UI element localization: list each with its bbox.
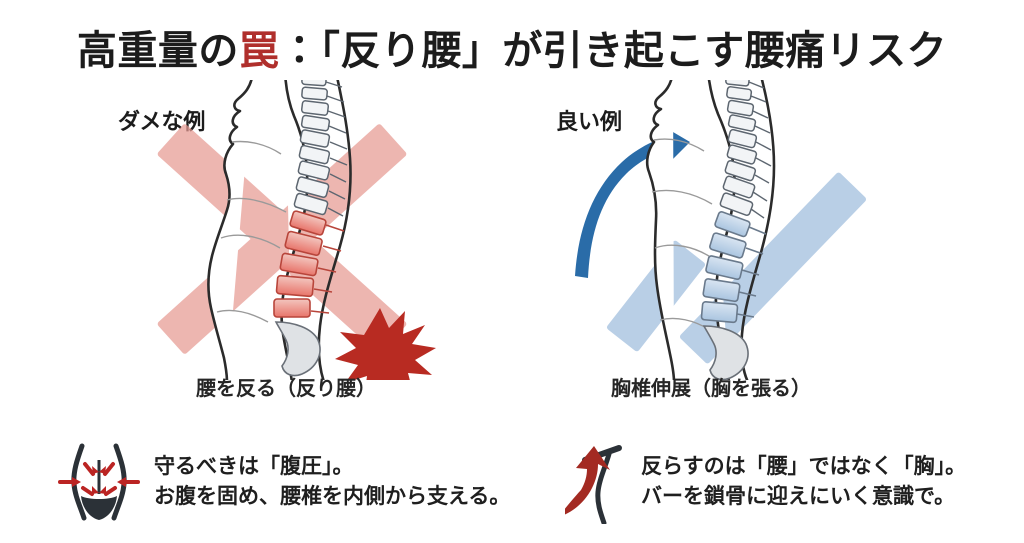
illustration-bad-posture xyxy=(80,80,500,380)
spine-lumbar-compressed xyxy=(273,210,345,318)
sacrum xyxy=(702,325,749,380)
sacrum xyxy=(274,321,321,377)
intra-abdominal-pressure-icon xyxy=(58,440,140,524)
note-left-line-2: お腹を固め、腰椎を内側から支える。 xyxy=(154,485,511,508)
spine-lumbar-neutral xyxy=(700,211,767,324)
page-title: 高重量の罠：「反り腰」が引き起こす腰痛リスク xyxy=(0,18,1024,76)
pain-burst-icon xyxy=(335,308,436,380)
title-text-after: ：「反り腰」が引き起こす腰痛リスク xyxy=(279,29,948,73)
caption-bad-posture: 腰を反る（反り腰） xyxy=(196,378,376,400)
chest-up-arrow-icon xyxy=(565,440,627,524)
note-chest-up: 反らすのは「腰」ではなく「胸」。 バーを鎖骨に迎えにいく意識で。 xyxy=(565,440,966,524)
note-right-text: 反らすのは「腰」ではなく「胸」。 バーを鎖骨に迎えにいく意識で。 xyxy=(641,455,966,509)
spine-thoracic xyxy=(293,80,348,217)
lift-arrow-icon xyxy=(575,122,690,278)
note-intra-abdominal-pressure: 守るべきは「腹圧」。 お腹を固め、腰椎を内側から支える。 xyxy=(58,440,510,524)
note-right-line-2: バーを鎖骨に迎えにいく意識で。 xyxy=(641,485,956,508)
panel-heading-good: 良い例 xyxy=(556,109,623,134)
note-right-line-1: 反らすのは「腰」ではなく「胸」。 xyxy=(641,454,967,478)
note-left-text: 守るべきは「腹圧」。 お腹を固め、腰椎を内側から支える。 xyxy=(154,455,510,509)
title-text-before: 高重量の xyxy=(76,29,239,73)
spine-thoracic xyxy=(719,80,772,219)
caption-good-posture: 胸椎伸展（胸を張る） xyxy=(611,378,811,400)
illustration-good-posture xyxy=(530,80,950,380)
note-left-line-1: 守るべきは「腹圧」。 xyxy=(154,454,354,478)
title-accent-char: 罠 xyxy=(238,29,280,73)
body-contour-lines xyxy=(216,140,287,323)
back-outline xyxy=(317,80,352,380)
